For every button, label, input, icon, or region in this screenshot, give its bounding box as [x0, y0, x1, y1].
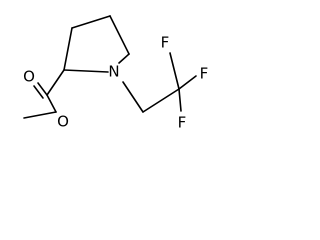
bond-carbonyl-o-double-a — [37, 82, 48, 96]
bond-n-c2 — [63, 69, 109, 73]
atom-label-carbonyl-oxygen: O — [23, 68, 35, 86]
atom-label-nitrogen: N — [108, 63, 119, 81]
atom-label-fluorine-top: F — [161, 34, 170, 52]
bond-cf3-f-top — [169, 52, 180, 90]
bond-ch2-cf3 — [142, 88, 180, 113]
bond-carbonyl-o-double-b — [33, 85, 44, 99]
bond-n-ch2 — [122, 81, 144, 113]
atom-label-ester-oxygen: O — [57, 113, 69, 131]
structure-canvas: N O O F F F — [0, 0, 218, 145]
molecule-diagram: N O O F F F — [23, 15, 209, 132]
bond-cf3-f-bottom — [178, 88, 182, 112]
bond-c4-c5 — [109, 15, 130, 55]
atom-label-fluorine-right: F — [200, 65, 209, 83]
atom-label-fluorine-bottom: F — [178, 114, 187, 132]
bond-c5-n — [118, 53, 130, 64]
bond-o-methyl — [23, 111, 57, 119]
bond-carbonyl-o-single — [46, 94, 57, 113]
bond-cf3-f-right — [178, 75, 197, 90]
bond-c3-c4 — [71, 15, 111, 29]
bond-c2-carbonyl — [46, 69, 65, 96]
bond-c2-c3 — [63, 27, 73, 71]
